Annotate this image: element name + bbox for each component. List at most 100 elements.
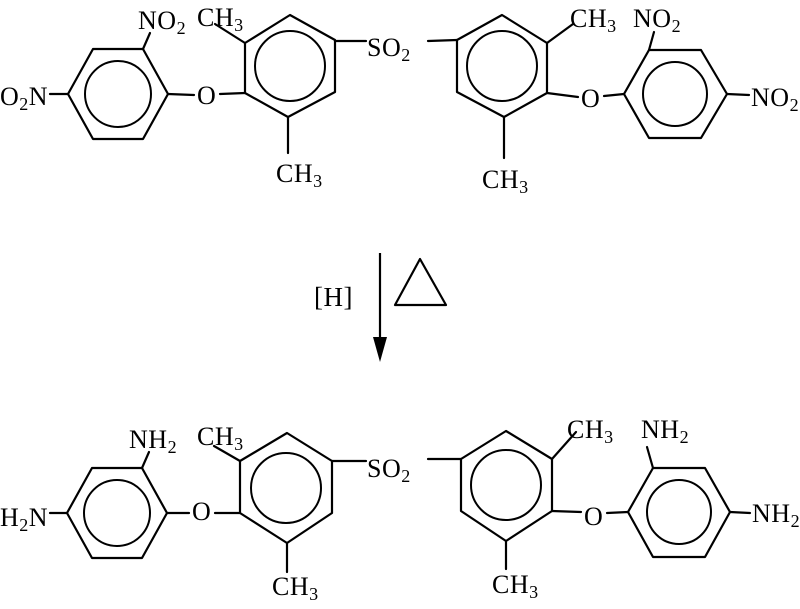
label-subscript: 2 (791, 511, 800, 531)
aromatic-circle (83, 479, 151, 547)
label-text: NH (641, 415, 680, 444)
reactant-molecule: O2N NO2 O CH3 CH3 SO2 CH3 CH3 O NO2 NO2 (0, 3, 799, 197)
label-subscript: 3 (234, 434, 244, 454)
label-subscript: 3 (604, 427, 614, 447)
bond (426, 38, 459, 43)
label-text: NO (138, 6, 177, 35)
label-ether-left-top: O (197, 81, 216, 110)
label-text: H (0, 503, 19, 532)
bond (218, 91, 247, 96)
bond (166, 92, 196, 97)
bond (550, 430, 578, 461)
label-text: NO (633, 4, 672, 33)
label-nitro-ring4-top: NO2 (633, 4, 681, 36)
label-text: O (581, 84, 600, 113)
label-ether-right-bottom: O (584, 502, 603, 531)
label-amine-ring8-top: NH2 (641, 415, 689, 447)
label-text: NH (129, 425, 168, 454)
label-text: O (0, 82, 19, 111)
label-text: SO (367, 454, 401, 483)
label-text: NO (751, 83, 790, 112)
product-molecule: H2N NH2 O CH3 CH3 SO2 CH3 CH3 O NH2 NH2 (0, 415, 800, 604)
aromatic-circle (84, 60, 152, 128)
aromatic-circle (250, 452, 322, 524)
label-methyl-ring3-bottom: CH3 (482, 165, 529, 197)
label-methyl-ring2-top: CH3 (197, 3, 244, 35)
bond (605, 510, 630, 515)
bond (645, 445, 655, 470)
reaction-arrow-head-icon (373, 337, 387, 362)
label-subscript: 2 (177, 18, 187, 38)
bond (545, 91, 580, 99)
aromatic-circle (646, 479, 712, 545)
label-subscript: 3 (529, 582, 539, 602)
bond (647, 30, 656, 52)
benzene-ring (459, 429, 554, 543)
label-text: SO (367, 33, 401, 62)
bond (212, 444, 242, 463)
label-text: CH (276, 159, 313, 188)
bond (725, 92, 751, 97)
label-amine-left: H2N (0, 503, 48, 535)
label-sulfonyl-top: SO2 (367, 33, 411, 65)
benzene-ring (238, 431, 334, 545)
bond (550, 509, 583, 514)
bond (213, 22, 247, 45)
label-text: NH (752, 499, 791, 528)
label-subscript: 3 (607, 16, 617, 36)
label-subscript: 2 (401, 466, 411, 486)
label-text: CH (197, 422, 234, 451)
label-subscript: 2 (19, 94, 29, 114)
label-text: CH (567, 415, 604, 444)
label-nitro-left: O2N (0, 82, 48, 114)
label-methyl-ring7-top: CH3 (567, 415, 614, 447)
label-text: O (197, 81, 216, 110)
heat-delta-icon (393, 257, 448, 307)
benzene-ring (622, 48, 729, 140)
label-methyl-ring6-top: CH3 (197, 422, 244, 454)
label-text: CH (272, 572, 309, 601)
label-subscript: 2 (680, 427, 690, 447)
aromatic-circle (254, 30, 326, 102)
label-subscript: 2 (401, 45, 411, 65)
label-nitro-right: NO2 (751, 83, 799, 115)
bond (545, 22, 575, 45)
label-text: N (29, 503, 48, 532)
reaction-conditions: [H] (314, 253, 448, 362)
label-text: CH (482, 165, 519, 194)
aromatic-circle (642, 61, 708, 127)
label-text: O (584, 502, 603, 531)
aromatic-circle (470, 449, 542, 521)
label-methyl-ring6-bottom: CH3 (272, 572, 319, 604)
label-subscript: 2 (672, 16, 682, 36)
label-amine-ring5-top: NH2 (129, 425, 177, 457)
label-subscript: 2 (168, 437, 178, 457)
label-methyl-ring3-top: CH3 (570, 4, 617, 36)
label-ether-left-bottom: O (192, 497, 211, 526)
bond (141, 31, 152, 51)
label-subscript: 3 (309, 584, 319, 604)
label-text: CH (197, 3, 234, 32)
label-text: N (29, 82, 48, 111)
benzene-ring (66, 47, 170, 141)
label-amine-right: NH2 (752, 499, 800, 531)
label-text: [H] (314, 282, 353, 312)
label-subscript: 3 (234, 15, 244, 35)
label-subscript: 3 (313, 171, 323, 191)
label-ether-right-top: O (581, 84, 600, 113)
bond (602, 92, 626, 98)
label-subscript: 2 (790, 95, 800, 115)
label-text: CH (492, 570, 529, 599)
bond (728, 510, 752, 515)
label-nitro-ring1-top: NO2 (138, 6, 186, 38)
label-text: CH (570, 4, 607, 33)
label-sulfonyl-bottom: SO2 (367, 454, 411, 486)
benzene-ring (65, 466, 169, 560)
label-methyl-ring2-bottom: CH3 (276, 159, 323, 191)
label-subscript: 2 (19, 515, 29, 535)
aromatic-circle (466, 30, 538, 102)
label-subscript: 3 (519, 177, 529, 197)
label-text: O (192, 497, 211, 526)
